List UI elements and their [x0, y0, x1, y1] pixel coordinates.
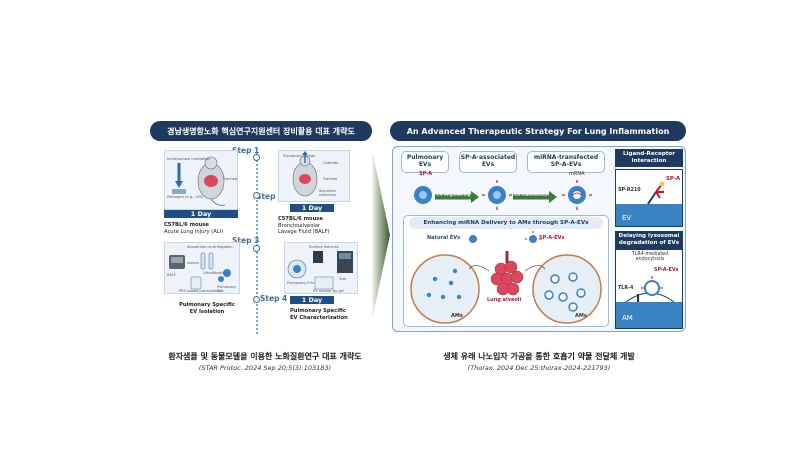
left-caption: 환자샘플 및 동물모델을 이용한 노화질환연구 대표 개략도 (STAR Pro…	[140, 351, 390, 372]
label-pulmonary-evs-2: Pulmonary EVs	[287, 281, 314, 285]
label-balf: BALF	[167, 273, 176, 277]
ams-label-left: AMs	[451, 313, 463, 319]
step-4-label: Step 4	[260, 294, 288, 303]
label-ultrafiltration: Ultrafiltration	[203, 271, 227, 275]
label-secretion: Secretion collection	[319, 189, 337, 197]
step-1-label: Step 1	[232, 146, 260, 155]
left-section-header: 경남생명항노화 핵심연구지원센터 장비활용 대표 개략도	[150, 121, 372, 141]
natural-evs-label: Natural EVs	[427, 235, 461, 241]
label-trachea-2: Trachea	[323, 177, 338, 181]
side-ev-label: EV	[622, 214, 632, 222]
pill-sp-a-evs: SP-A-associated EVs	[459, 151, 517, 173]
label-surface: Surface features	[309, 245, 339, 249]
mouse-lavage-illustration	[292, 151, 318, 197]
right-caption-title: 생체 유래 나노입자 가공을 통한 호흡기 약물 전달체 개발	[443, 352, 635, 361]
step-1-day-badge: 1 Day	[164, 210, 238, 218]
label-catheter: Catheter	[323, 161, 339, 165]
label-peg: PEG based precipitation	[179, 289, 222, 293]
enhancing-title: Enhancing miRNA Delivery to AMs through …	[409, 217, 603, 229]
step-2-dot	[253, 192, 260, 199]
label-centrifugation: Sequential centrifugation	[187, 245, 233, 249]
step-1-card: Intratracheal instillation Pathogen (e.g…	[164, 150, 238, 210]
step-2-card: Pulmonary lavage Catheter Trachea Secret…	[278, 150, 350, 202]
lysosomal-header: Delaying lysosomal degradation of EVs	[615, 231, 683, 249]
side-sp-a-evs: SP-A-EVs	[654, 268, 679, 273]
strategy-diagram: Pulmonary EVs SP-A-associated EVs miRNA-…	[392, 146, 686, 332]
mirna-label: mRNA	[569, 171, 585, 177]
ev-engineering-label: EV engineering	[437, 193, 471, 198]
step-4-card: Surface features Size EV marker by gel P…	[284, 242, 358, 294]
side-sp-a: SP-A	[666, 176, 681, 182]
ligand-receptor-box: SP-A SP-R210 EV	[615, 169, 683, 227]
ams-label-right: AMs	[575, 313, 587, 319]
step-3-card: Sequential centrifugation BALF Ultrafilt…	[164, 242, 240, 294]
step-1-dot	[253, 154, 260, 161]
lung-alveoli-label: Lung alveoli	[487, 297, 522, 303]
side-tlr4: TLR-4	[618, 286, 634, 291]
mouse-instillation-illustration	[172, 156, 226, 206]
label-size: Size	[339, 277, 347, 281]
step-4-dot	[253, 296, 260, 303]
workflow-diagram: Step 1 Step 2 Step 3 Step 4 Intratrachea…	[150, 146, 375, 336]
tlr4-subheader: TLR4-mediated endocytosis	[631, 252, 669, 262]
ligand-receptor-header: Ligand-Receptor interaction	[615, 149, 683, 167]
step-4-day-badge: 1 Day	[290, 296, 334, 304]
step-timeline	[256, 152, 258, 334]
label-pulmonary-lavage: Pulmonary lavage	[283, 154, 316, 158]
right-caption: 생체 유래 나노입자 가공을 통한 호흡기 약물 전달체 개발 (Thorax.…	[404, 351, 674, 372]
side-sp-r210: SP-R210	[618, 188, 641, 193]
ev-transfection-label: EV transfection	[515, 193, 549, 198]
lysosomal-box: TLR4-mediated endocytosis SP-A-EVs TLR-4…	[615, 249, 683, 329]
ev-isolation-illustration	[169, 252, 231, 290]
step-2-day-badge: 1 Day	[290, 204, 334, 212]
mechanism-column: Ligand-Receptor interaction SP-A SP-R210…	[615, 149, 683, 329]
right-caption-citation: (Thorax. 2024 Dec 25:thorax-2024-221793)	[467, 364, 611, 372]
label-marker: EV marker by gel	[313, 289, 344, 293]
label-trachea: Trachea	[223, 177, 238, 181]
sp-a-label: SP-A	[419, 171, 433, 177]
label-instillation: Intratracheal instillation	[167, 157, 210, 161]
step-3-dot	[253, 245, 260, 252]
label-pathogen: Pathogen (e.g., LPS)	[167, 195, 204, 199]
right-section-header: An Advanced Therapeutic Strategy For Lun…	[390, 121, 686, 141]
label-pulmonary-evs: Pulmonary EVs	[217, 285, 237, 293]
alveoli-illustration	[410, 231, 602, 324]
pill-mirna-sp-a-evs: miRNA-transfected SP-A-EVs	[527, 151, 605, 173]
ligand-receptor-illustration	[616, 181, 682, 226]
transition-arrow	[372, 150, 390, 320]
left-caption-title: 환자샘플 및 동물모델을 이용한 노화질환연구 대표 개략도	[168, 352, 362, 361]
pill-pulmonary-evs: Pulmonary EVs	[401, 151, 449, 173]
step-3-label: Step 3	[232, 236, 260, 245]
step-2-label: Step 2	[256, 192, 284, 201]
ev-characterization-illustration	[287, 251, 353, 290]
ev-engineering-flow	[414, 180, 592, 210]
endocytosis-illustration	[616, 276, 682, 328]
side-am-label: AM	[622, 314, 633, 322]
left-caption-citation: (STAR Protoc. 2024 Sep 20;5(3):103183)	[198, 364, 332, 372]
sp-a-evs-label: SP-A-EVs	[539, 235, 565, 241]
